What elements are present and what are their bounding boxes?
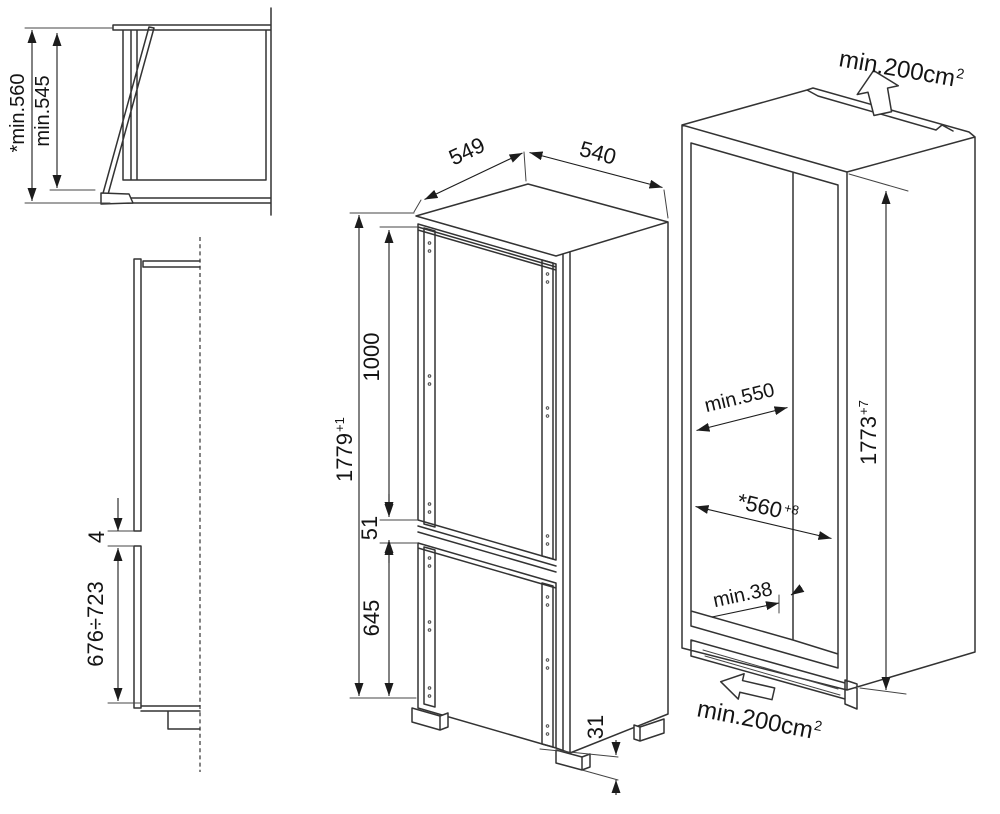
appliance-extension-lines — [349, 151, 669, 781]
vent-area-bottom-exponent: 2 — [813, 717, 824, 734]
dim-label-min560: *min.560 — [7, 74, 29, 153]
airflow-left-arrow-icon — [719, 673, 776, 701]
dim-label-niche-width-tolerance: +8 — [783, 500, 801, 518]
appliance-view: 1779 +1 1000 51 645 549 540 31 — [332, 132, 669, 795]
vent-area-top-label: min.200cm 2 — [837, 45, 966, 92]
appliance-body-lines — [415, 183, 669, 754]
dim-arrow-min38-left — [711, 601, 780, 618]
dim-label-51: 51 — [357, 516, 382, 540]
dim-label-niche-width: *560 +8 — [735, 489, 801, 524]
niche-view: 1773 +7 min.550 *560 +8 min.38 min.200cm… — [681, 45, 976, 744]
dim-arrow-min38-right — [790, 584, 805, 596]
dim-label-min545: min.545 — [32, 75, 54, 146]
dim-label-height-tolerance: +1 — [332, 417, 347, 432]
dim-label-549: 549 — [445, 132, 489, 170]
dim-label-1000: 1000 — [359, 333, 384, 382]
dim-label-31: 31 — [583, 715, 608, 739]
dim-label-gap4: 4 — [84, 531, 109, 543]
dim-line-depth-549 — [424, 152, 523, 200]
plan-view-extension-lines — [24, 27, 114, 204]
vent-area-bottom-label: min.200cm 2 — [695, 695, 824, 744]
dim-label-height-main: 1779 — [332, 433, 357, 482]
dim-label-niche-height: 1773 +7 — [856, 400, 881, 465]
dim-label-676-723: 676÷723 — [83, 581, 108, 667]
plan-view: *min.560 min.545 — [7, 7, 272, 216]
niche-extension-lines — [778, 173, 909, 695]
airflow-up-arrow-icon — [856, 69, 900, 117]
plan-view-cabinet-lines — [101, 7, 272, 216]
side-view-extension-lines — [107, 530, 142, 704]
dim-label-min550: min.550 — [702, 379, 776, 417]
side-view-panel-lines — [133, 258, 201, 730]
vent-area-top-exponent: 2 — [955, 65, 966, 82]
dim-line-width-540 — [529, 151, 663, 189]
dim-line-niche-width-560 — [695, 505, 832, 540]
dim-label-niche-height-tolerance: +7 — [856, 400, 871, 415]
dim-label-min38: min.38 — [711, 578, 774, 612]
side-view: 4 676÷723 — [83, 237, 201, 772]
dim-label-niche-height-main: 1773 — [856, 416, 881, 465]
dim-line-niche-depth-550 — [696, 406, 788, 432]
vent-area-bottom-text: min.200cm — [695, 695, 815, 744]
plan-view-door-hinge — [100, 192, 134, 205]
dim-label-645: 645 — [359, 600, 384, 637]
door-mounting-rails — [423, 227, 554, 748]
niche-vent-grille-lines — [702, 649, 841, 696]
dim-label-540: 540 — [577, 136, 619, 170]
rail-screw-holes — [427, 241, 550, 736]
dim-label-height-1779: 1779 +1 — [332, 417, 357, 482]
